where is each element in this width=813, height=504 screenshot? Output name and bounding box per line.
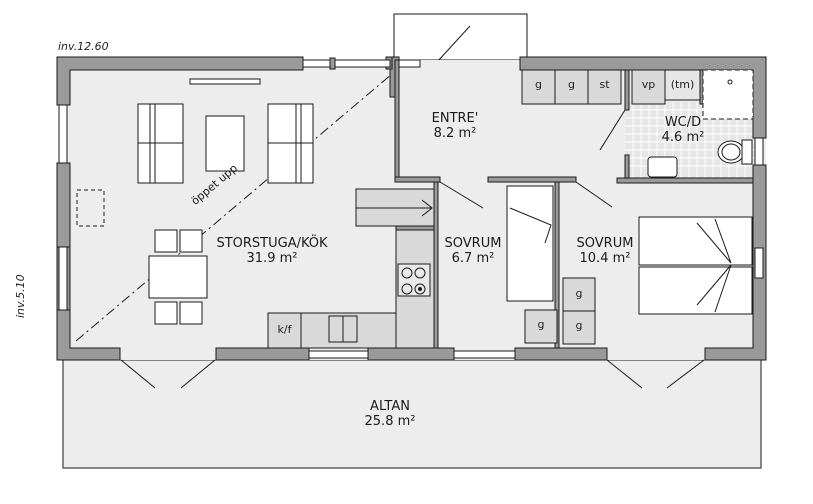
room-name: ALTAN — [370, 399, 410, 414]
room-wc: WC/D 4.6 m² — [648, 115, 718, 145]
room-bedroom-small: SOVRUM 6.7 m² — [440, 236, 506, 266]
tag-heat-pump: vp — [641, 78, 656, 91]
room-name: WC/D — [664, 115, 702, 130]
door-swings — [120, 109, 705, 389]
tag-wardrobe: g — [537, 318, 545, 331]
tag-storage: st — [599, 78, 610, 91]
tag-wardrobe: g — [535, 78, 542, 91]
dining-furniture — [148, 229, 208, 325]
wc-sink — [647, 156, 678, 178]
bedroom-wardrobes — [524, 277, 596, 345]
altan-deck — [62, 359, 762, 469]
toilet — [717, 139, 753, 165]
room-area: 10.4 m² — [579, 251, 631, 266]
shower-area — [702, 69, 754, 120]
tag-wardrobe: g — [575, 319, 583, 332]
windows — [58, 57, 764, 359]
tag-washing-machine: (tm) — [670, 78, 695, 91]
width-dimension-label: inv.12.60 — [58, 40, 109, 53]
room-name: SOVRUM — [576, 236, 634, 251]
bed-single — [506, 185, 554, 302]
room-area: 6.7 m² — [451, 251, 495, 266]
room-deck: ALTAN 25.8 m² — [355, 399, 425, 429]
room-entrance: ENTRE' 8.2 m² — [420, 111, 490, 141]
room-name: SOVRUM — [444, 236, 502, 251]
room-area: 4.6 m² — [661, 130, 705, 145]
room-name: STORSTUGA/KÖK — [216, 236, 328, 251]
staircase — [355, 188, 435, 227]
kitchen-counters — [267, 229, 435, 349]
tag-wardrobe: g — [575, 287, 583, 300]
fireplace — [76, 189, 105, 227]
room-bedroom-large: SOVRUM 10.4 m² — [570, 236, 640, 266]
tag-fridge: k/f — [277, 323, 292, 336]
room-name: ENTRE' — [431, 111, 479, 126]
room-area: 25.8 m² — [364, 414, 416, 429]
room-area: 8.2 m² — [433, 126, 477, 141]
living-furniture — [137, 78, 314, 184]
depth-dimension-label: inv.5.10 — [14, 274, 27, 318]
room-area: 31.9 m² — [246, 251, 298, 266]
room-living-kitchen: STORSTUGA/KÖK 31.9 m² — [212, 236, 332, 266]
hall-cabinets — [521, 69, 701, 105]
tag-wardrobe: g — [568, 78, 575, 91]
open-ceiling-line — [75, 73, 393, 342]
bed-double — [638, 216, 753, 315]
